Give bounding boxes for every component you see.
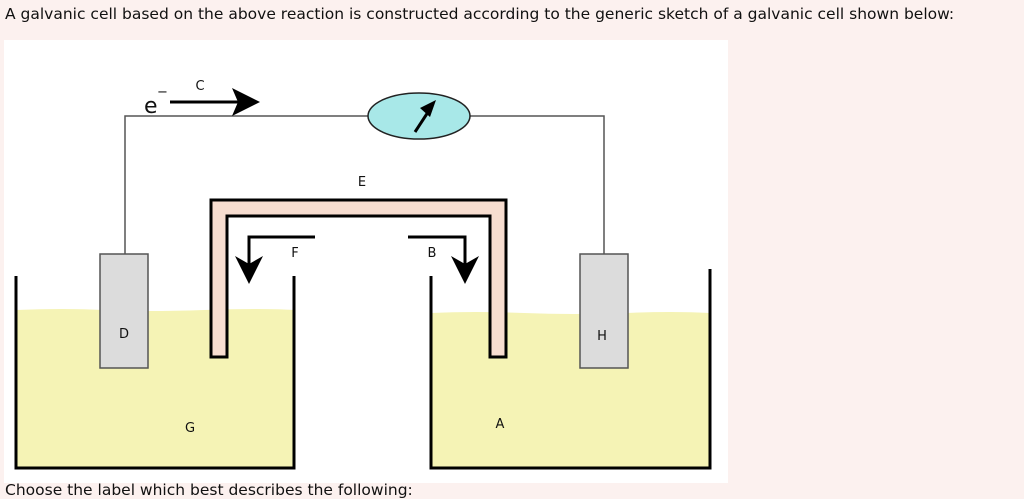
label-d: D bbox=[119, 327, 129, 342]
label-c: C bbox=[195, 79, 204, 94]
label-a: A bbox=[496, 417, 505, 432]
left-solution bbox=[16, 309, 294, 468]
galvanic-cell-figure: e − C E F B D H G A bbox=[4, 40, 728, 483]
electron-charge: − bbox=[157, 85, 168, 100]
voltmeter-needle-icon bbox=[413, 100, 436, 133]
ion-flow-arrow-b bbox=[408, 235, 479, 284]
right-electrode bbox=[579, 253, 629, 369]
right-wire bbox=[470, 115, 605, 254]
left-electrode bbox=[99, 253, 149, 369]
galvanic-cell-diagram: e − C E F B D H G A bbox=[14, 79, 712, 470]
label-g: G bbox=[185, 421, 195, 436]
label-f: F bbox=[291, 246, 298, 261]
voltmeter bbox=[367, 92, 471, 140]
right-solution bbox=[431, 312, 710, 468]
question-next-line: Choose the label which best describes th… bbox=[5, 481, 413, 499]
right-beaker bbox=[429, 269, 712, 470]
ion-flow-arrow-f bbox=[235, 235, 315, 284]
electron-flow-arrow bbox=[170, 88, 260, 116]
label-b: B bbox=[428, 246, 437, 261]
label-h: H bbox=[597, 329, 607, 344]
left-beaker bbox=[14, 276, 296, 470]
question-intro: A galvanic cell based on the above react… bbox=[5, 5, 955, 23]
electron-label: e bbox=[144, 94, 158, 119]
left-wire bbox=[124, 115, 368, 254]
salt-bridge bbox=[209, 198, 508, 359]
label-e: E bbox=[358, 175, 366, 190]
